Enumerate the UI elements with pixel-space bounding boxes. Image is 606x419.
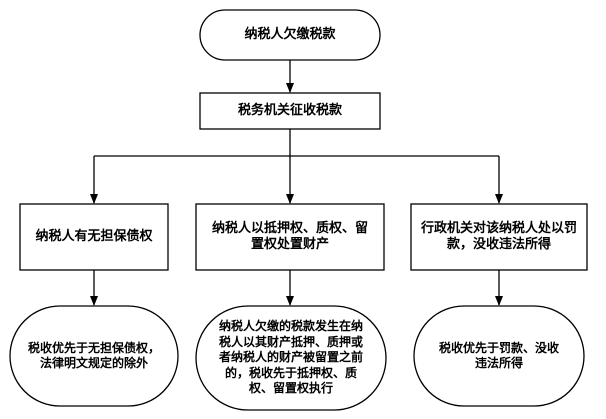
- result-mid-shape: [195, 305, 387, 411]
- result-left-label: 税收优先于无担保债权，法律明文规定的除外: [27, 341, 160, 370]
- branch-left-label: 纳税人有无担保债权: [35, 228, 153, 244]
- collect-node-label: 税务机关征收税款: [237, 102, 342, 118]
- branch-left-shape: [19, 203, 169, 271]
- branch-right-label: 行政机关对该纳税人处以罚款，没收违法所得: [420, 220, 577, 252]
- result-right-label: 税收优先于罚款、没收违法所得: [438, 341, 559, 370]
- start-node-label: 纳税人欠缴税款: [244, 26, 336, 42]
- result-right-shape: [413, 305, 585, 407]
- branch-mid-label: 纳税人以抵押权、质权、留置权处置财产: [211, 220, 368, 252]
- result-left-shape: [9, 305, 179, 407]
- result-mid-label: 纳税人欠缴的税款发生在纳税人以其财产抵押、质押或者纳税人的财产被留置之前的，税收…: [218, 319, 363, 396]
- branch-mid-shape: [195, 203, 385, 271]
- collect-node-shape: [199, 92, 381, 130]
